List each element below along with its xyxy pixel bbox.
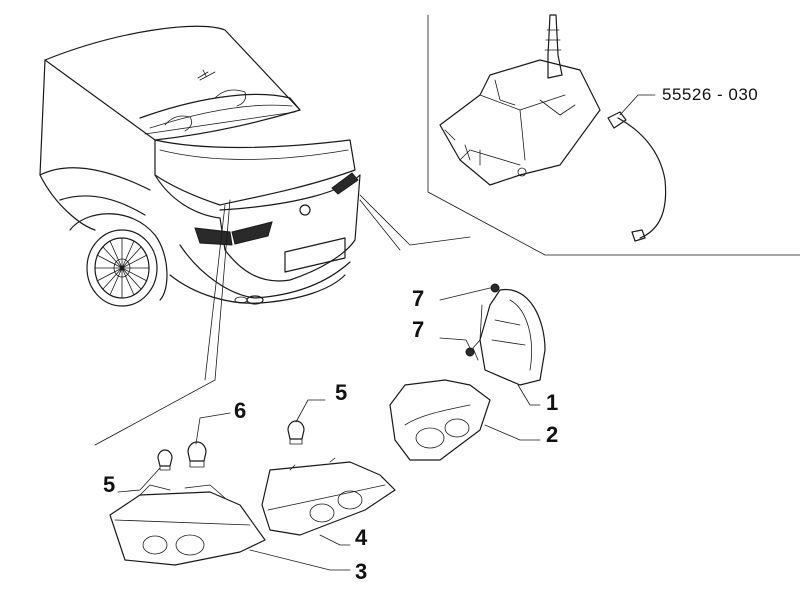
callout-leaders bbox=[117, 287, 541, 571]
callout-4: 4 bbox=[355, 525, 368, 550]
callout-2: 2 bbox=[546, 422, 558, 447]
callout-7-lower: 7 bbox=[412, 317, 424, 342]
inner-tail-lamp-right bbox=[389, 379, 491, 461]
callout-1: 1 bbox=[546, 390, 558, 415]
callout-7-upper: 7 bbox=[412, 286, 424, 311]
bulb-icon bbox=[187, 441, 207, 468]
inner-tail-lamp-left bbox=[261, 457, 396, 536]
callout-3: 3 bbox=[355, 559, 367, 584]
callout-5-left: 5 bbox=[103, 472, 115, 497]
cable-assembly bbox=[607, 94, 667, 242]
outer-tail-lamp-left bbox=[109, 484, 266, 566]
leader-lines bbox=[94, 194, 471, 446]
nut-icon bbox=[465, 347, 475, 357]
car-rear-illustration bbox=[39, 25, 361, 307]
callout-5-upper: 5 bbox=[335, 380, 347, 405]
bulb-icon bbox=[287, 420, 305, 445]
nut-icon bbox=[490, 283, 500, 293]
gear-lever-housing bbox=[439, 14, 601, 186]
callout-6: 6 bbox=[234, 398, 246, 423]
wheel-icon bbox=[86, 229, 158, 307]
outer-tail-lamp-right bbox=[472, 289, 546, 386]
part-number-label: 55526 - 030 bbox=[662, 85, 758, 104]
inset-panel: 55526 - 030 bbox=[427, 14, 800, 256]
bulb-icon bbox=[157, 449, 173, 471]
